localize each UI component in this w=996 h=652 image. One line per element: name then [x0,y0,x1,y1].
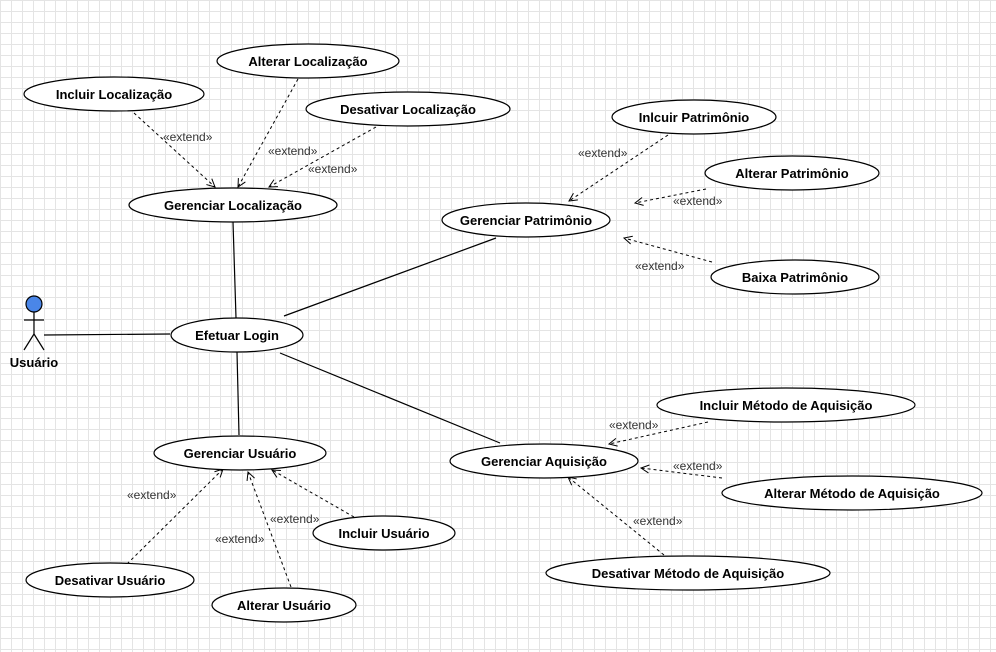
usecase-alterar-metodo[interactable]: Alterar Método de Aquisição [721,475,983,511]
usecase-incluir-usuario[interactable]: Incluir Usuário [312,515,456,551]
associations [43,221,501,444]
extend-incluir-patrimonio [569,134,669,201]
usecase-label: Gerenciar Localização [164,198,302,213]
actor-label: Usuário [10,355,58,370]
extend-label: «extend» [215,532,265,546]
extend-incluir-localizacao [133,112,215,187]
extend-desativar-localizacao [269,126,377,187]
usecase-label: Alterar Método de Aquisição [764,486,940,501]
usecase-incluir-patrimonio[interactable]: Inlcuir Patrimônio [611,99,777,135]
usecase-label: Gerenciar Usuário [184,446,297,461]
usecase-label: Desativar Método de Aquisição [592,566,784,581]
extend-relations [126,78,723,588]
extend-label: «extend» [270,512,320,526]
usecase-label: Efetuar Login [195,328,279,343]
extend-label: «extend» [633,514,683,528]
extend-incluir-metodo [609,421,709,444]
usecase-label: Baixa Patrimônio [742,270,848,285]
usecase-efetuar-login[interactable]: Efetuar Login [170,317,304,353]
usecase-alterar-usuario[interactable]: Alterar Usuário [211,587,357,623]
usecase-label: Incluir Localização [56,87,172,102]
usecase-baixa-patrimonio[interactable]: Baixa Patrimônio [710,259,880,295]
extend-label: «extend» [308,162,358,176]
usecase-gerenciar-patrimonio[interactable]: Gerenciar Patrimônio [441,202,611,238]
extend-alterar-localizacao [238,78,299,187]
usecase-desativar-localizacao[interactable]: Desativar Localização [305,91,511,127]
extend-desativar-metodo [568,477,665,556]
extend-label: «extend» [127,488,177,502]
actor-left-leg [23,333,35,351]
usecase-label: Gerenciar Aquisição [481,454,607,469]
usecase-label: Desativar Usuário [55,573,166,588]
usecase-alterar-localizacao[interactable]: Alterar Localização [216,43,400,79]
usecase-label: Alterar Usuário [237,598,331,613]
usecase-gerenciar-usuario[interactable]: Gerenciar Usuário [153,435,327,471]
extend-alterar-patrimonio [635,188,707,203]
extend-label: «extend» [635,259,685,273]
actor-usuario[interactable]: Usuário [10,295,58,370]
extend-alterar-metodo [641,468,723,479]
usecase-label: Inlcuir Patrimônio [639,110,750,125]
usecase-desativar-metodo[interactable]: Desativar Método de Aquisição [545,555,831,591]
extend-labels: «extend» «extend» «extend» «extend» «ext… [127,130,723,546]
usecase-label: Alterar Localização [248,54,367,69]
usecase-incluir-metodo[interactable]: Incluir Método de Aquisição [656,387,916,423]
extend-label: «extend» [609,418,659,432]
assoc-login-localizacao [232,221,237,319]
extend-alterar-usuario [248,472,292,588]
extend-label: «extend» [673,194,723,208]
extend-label: «extend» [673,459,723,473]
usecase-label: Incluir Método de Aquisição [700,398,873,413]
assoc-login-aquisicao [279,352,501,444]
extend-incluir-usuario [272,470,355,518]
actor-right-leg [33,333,45,351]
assoc-login-patrimonio [283,237,497,317]
usecase-gerenciar-aquisicao[interactable]: Gerenciar Aquisição [449,443,639,479]
usecase-gerenciar-localizacao[interactable]: Gerenciar Localização [128,187,338,223]
usecase-label: Alterar Patrimônio [735,166,848,181]
assoc-login-usuario [236,351,240,436]
usecase-label: Incluir Usuário [338,526,429,541]
extend-label: «extend» [163,130,213,144]
extend-label: «extend» [578,146,628,160]
usecase-label: Desativar Localização [340,102,476,117]
extend-desativar-usuario [126,469,223,565]
usecase-label: Gerenciar Patrimônio [460,213,592,228]
extend-label: «extend» [268,144,318,158]
assoc-actor-login [43,333,171,336]
actor-head [25,295,43,313]
usecase-alterar-patrimonio[interactable]: Alterar Patrimônio [704,155,880,191]
usecase-incluir-localizacao[interactable]: Incluir Localização [23,76,205,112]
usecase-desativar-usuario[interactable]: Desativar Usuário [25,562,195,598]
